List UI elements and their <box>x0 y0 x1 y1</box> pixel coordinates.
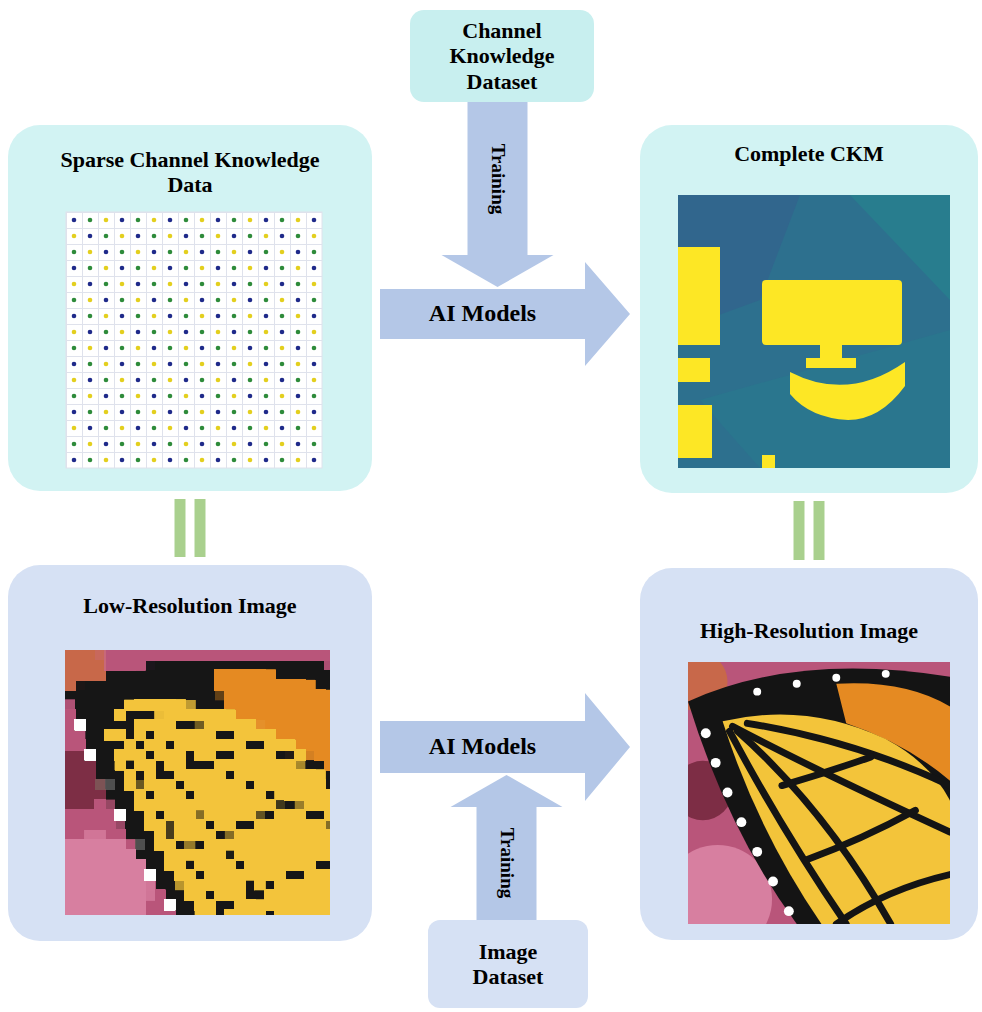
equals-bar <box>175 499 186 557</box>
process-arrow: AI Models <box>380 693 630 801</box>
arrow-label: AI Models <box>429 733 536 761</box>
edge-label-holder: Training <box>497 828 516 898</box>
panel-title: High-Resolution Image <box>700 618 918 643</box>
equals-connector <box>180 499 200 557</box>
process-arrow: AI Models <box>380 262 630 366</box>
edge-label-holder: Training <box>488 143 507 213</box>
training-arrow <box>442 102 554 287</box>
panel-title: Complete CKM <box>734 141 884 166</box>
data-panel: Complete CKM <box>640 125 978 493</box>
edge-label: Training <box>497 828 516 898</box>
panel-title: Low-Resolution Image <box>83 593 296 618</box>
panel-title: Sparse Channel Knowledge Data <box>40 147 340 198</box>
dataset-box: Channel Knowledge Dataset <box>410 10 594 102</box>
box-label: Image Dataset <box>443 939 573 990</box>
equals-bar <box>195 499 206 557</box>
block-arrow <box>451 775 563 920</box>
high-resolution-picture <box>663 652 950 954</box>
image-panel: High-Resolution Image <box>640 568 978 940</box>
box-label: Channel Knowledge Dataset <box>422 18 582 94</box>
equals-bar <box>794 501 805 560</box>
training-arrow <box>451 775 563 920</box>
data-panel: Sparse Channel Knowledge Data <box>8 125 372 491</box>
block-arrow <box>442 102 554 287</box>
equals-connector <box>799 501 819 560</box>
arrow-body <box>380 693 630 801</box>
edge-label: Training <box>488 143 507 213</box>
dataset-box: Image Dataset <box>428 920 588 1008</box>
arrow-body <box>380 262 630 366</box>
sparse-sample-grid <box>66 212 322 468</box>
low-resolution-picture <box>40 640 330 945</box>
arrow-label: AI Models <box>429 300 536 328</box>
ckm-heatmap <box>678 195 950 468</box>
equals-bar <box>814 501 825 560</box>
image-panel: Low-Resolution Image <box>8 565 372 941</box>
